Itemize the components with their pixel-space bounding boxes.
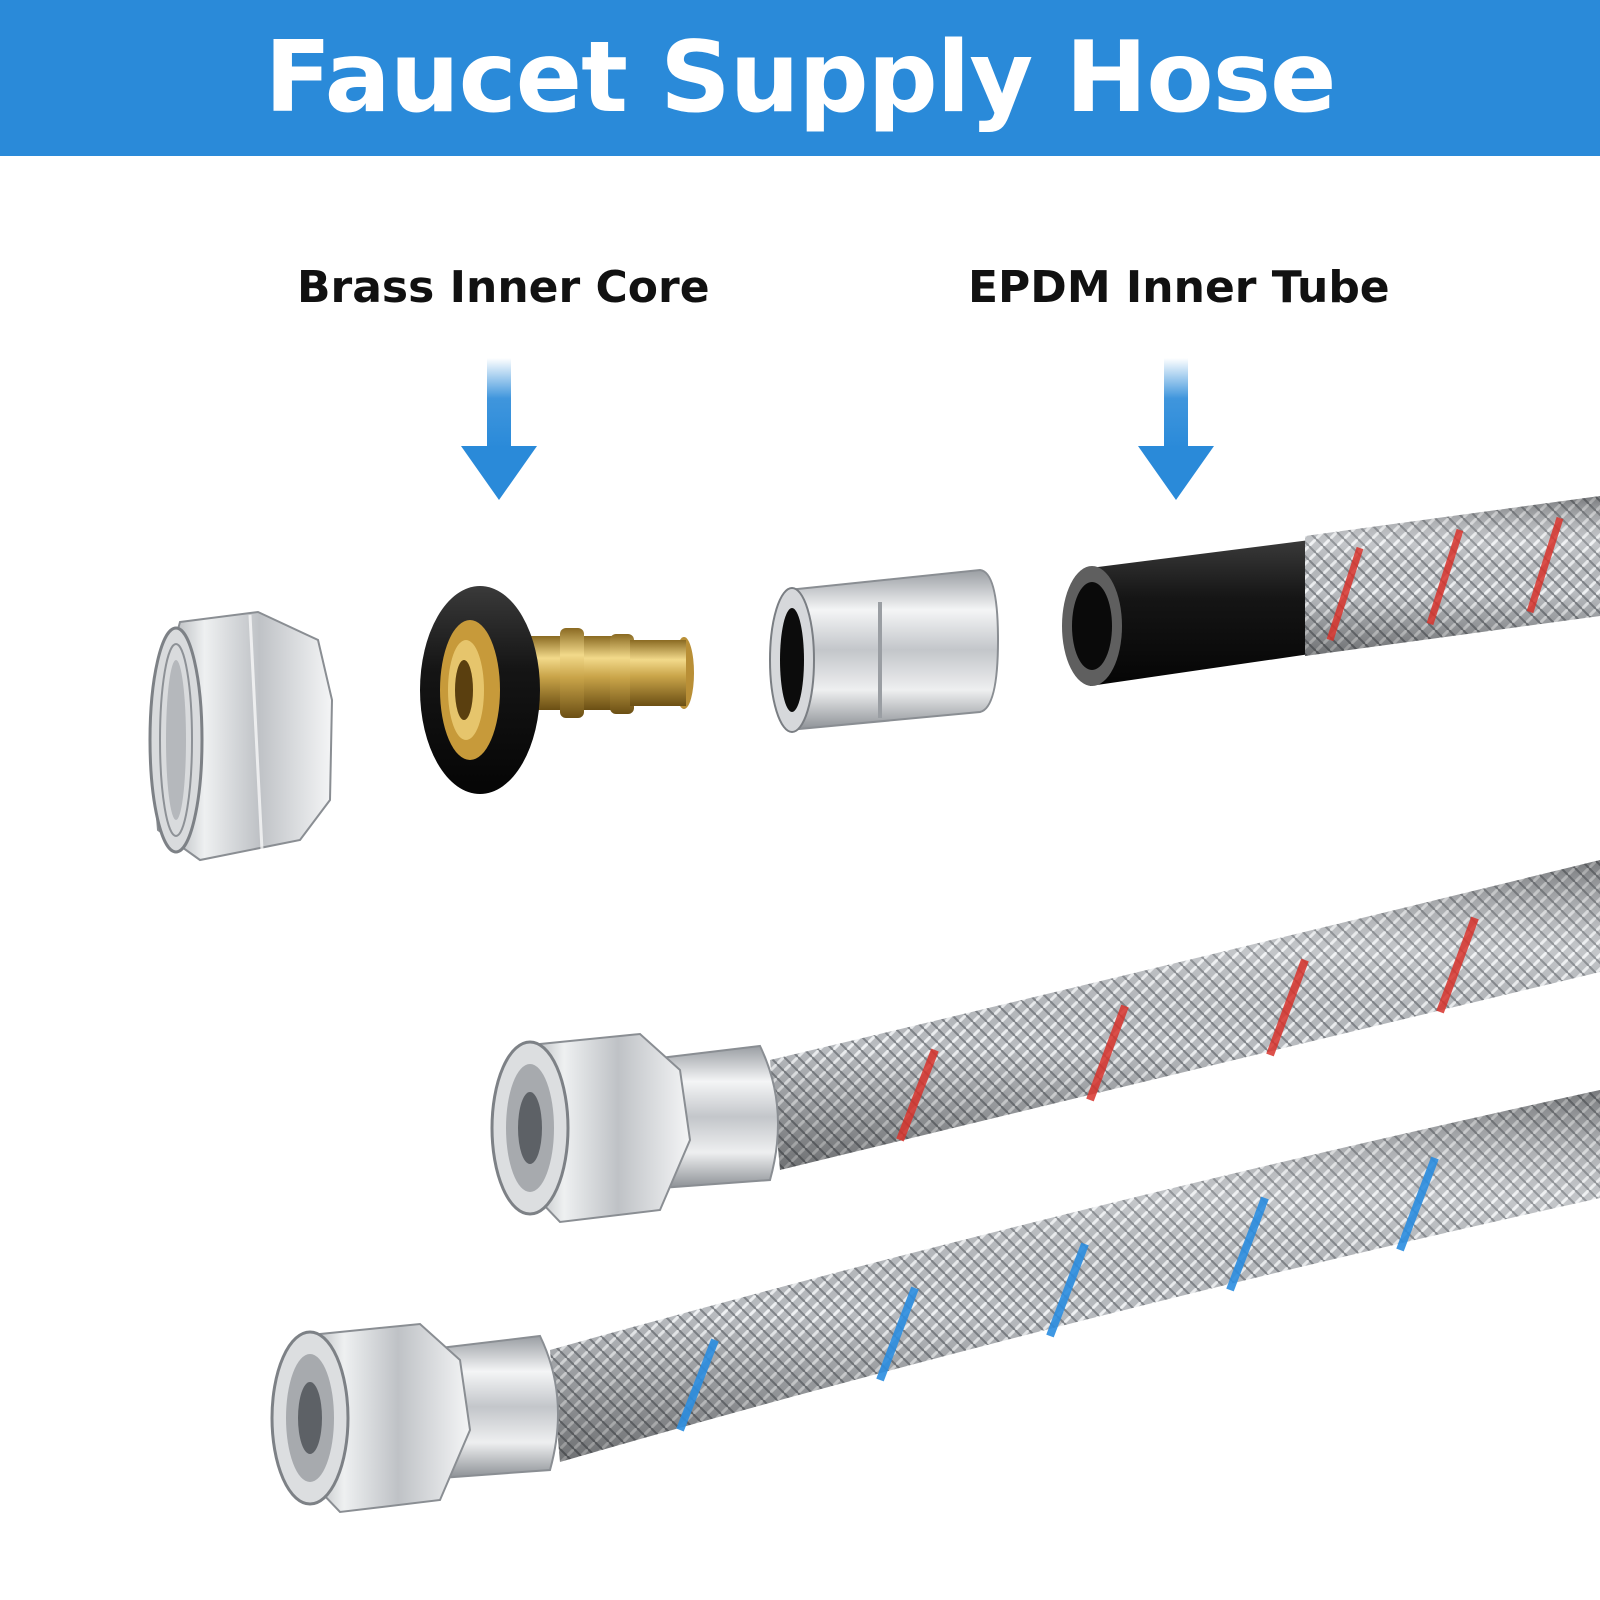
brass-core-icon (420, 586, 694, 794)
sleeve-icon (769, 568, 1000, 733)
callout-label-epdm-inner-tube: EPDM Inner Tube (968, 262, 1390, 313)
arrow-down-icon (1138, 358, 1214, 500)
hot-water-hose (490, 860, 1600, 1224)
header-banner: Faucet Supply Hose (0, 0, 1600, 156)
arrow-down-icon (461, 358, 537, 500)
hex-nut-icon (148, 610, 334, 862)
page-title: Faucet Supply Hose (264, 21, 1336, 135)
tube-icon (1062, 496, 1600, 686)
callout-label-brass-inner-core: Brass Inner Core (297, 262, 710, 313)
cold-water-hose (270, 1090, 1600, 1514)
